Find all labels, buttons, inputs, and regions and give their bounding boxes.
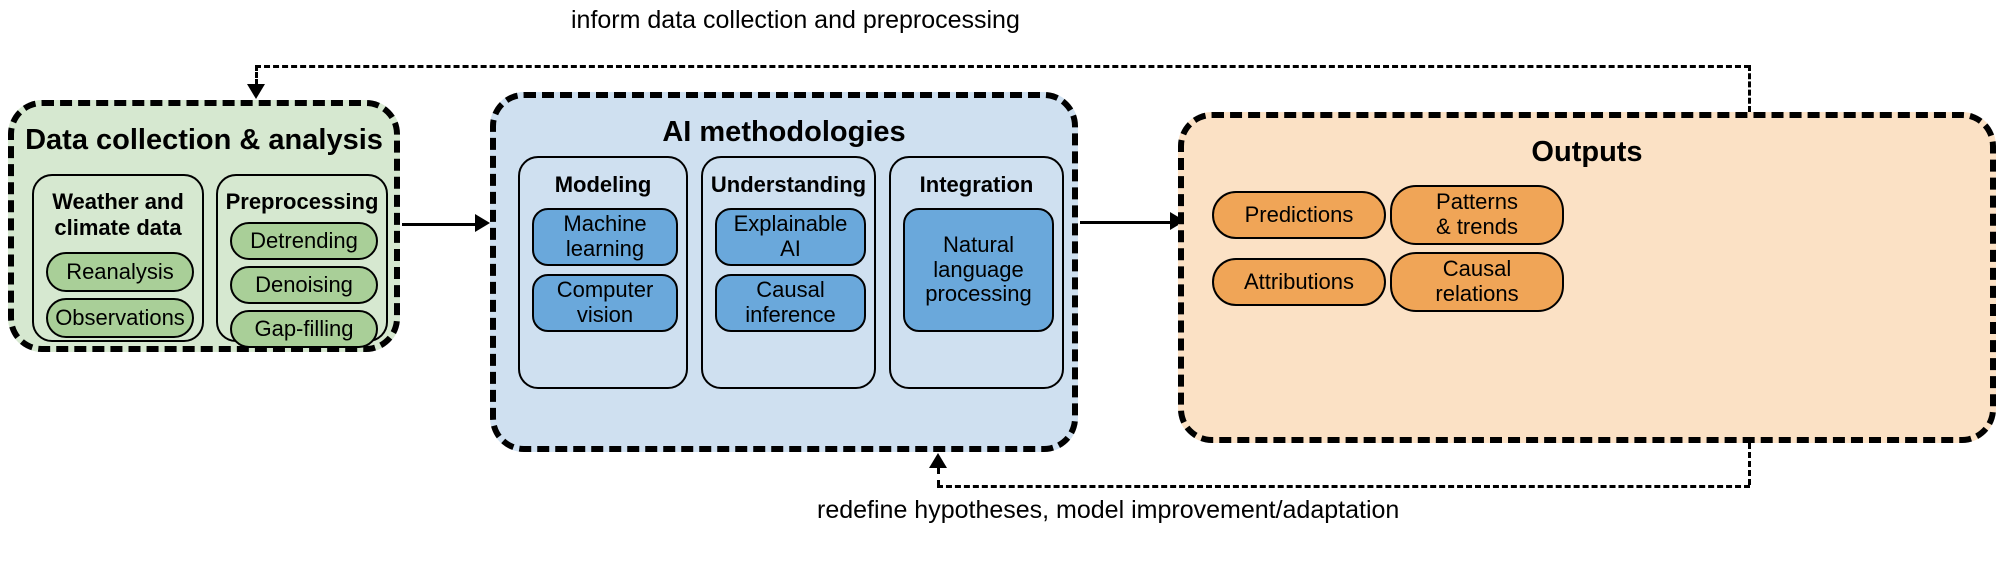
pill-detrending[interactable]: Detrending — [230, 222, 378, 260]
pill-patterns-trends[interactable]: Patterns & trends — [1390, 185, 1564, 245]
panel-weather-climate-data[interactable]: Weather and climate data Reanalysis Obse… — [32, 174, 204, 342]
pill-causal-inference[interactable]: Causal inference — [715, 274, 866, 332]
pill-computer-vision-line2: vision — [576, 302, 634, 327]
pill-causal-relations[interactable]: Causal relations — [1390, 252, 1564, 312]
feedback-bottom-horizontal-segment — [937, 485, 1750, 488]
stage-ai-methodologies-title: AI methodologies — [662, 116, 906, 148]
pill-causal-inference-line2: inference — [745, 302, 836, 327]
feedback-bottom-arrowhead — [929, 453, 947, 468]
stage-outputs-title: Outputs — [1531, 136, 1643, 168]
panel-preprocessing-title: Preprocessing — [225, 189, 379, 214]
feedback-bottom-left-segment — [937, 468, 940, 486]
panel-weather-climate-title-line1: Weather and — [52, 189, 184, 214]
panel-modeling[interactable]: Modeling Machine learning Computer visio… — [518, 156, 688, 389]
stage-data-collection-title: Data collection & analysis — [25, 124, 383, 156]
panel-understanding-title: Understanding — [710, 172, 867, 197]
pill-computer-vision-line1: Computer — [556, 277, 654, 303]
pill-explainable-ai-line1: Explainable — [733, 211, 848, 237]
feedback-top-left-segment — [255, 65, 258, 85]
panel-preprocessing[interactable]: Preprocessing Detrending Denoising Gap-f… — [216, 174, 388, 348]
pill-nlp-line3: processing — [925, 281, 1032, 307]
pill-machine-learning-line1: Machine — [563, 211, 647, 237]
pill-patterns-trends-line1: Patterns — [1436, 189, 1518, 215]
pill-explainable-ai[interactable]: Explainable AI — [715, 208, 866, 266]
panel-integration[interactable]: Integration Natural language processing — [889, 156, 1064, 389]
panel-modeling-title: Modeling — [554, 172, 652, 197]
arrow-data-to-ai-line — [402, 223, 477, 226]
stage-data-collection-analysis[interactable]: Data collection & analysis Weather and c… — [8, 100, 400, 352]
arrow-ai-to-outputs-line — [1080, 221, 1172, 224]
pill-computer-vision[interactable]: Computer vision — [532, 274, 678, 332]
top-feedback-label: inform data collection and preprocessing — [571, 6, 1020, 34]
pill-causal-relations-line2: relations — [1435, 281, 1519, 306]
pill-observations[interactable]: Observations — [46, 298, 194, 338]
feedback-top-arrowhead — [247, 84, 265, 99]
pill-natural-language-processing[interactable]: Natural language processing — [903, 208, 1054, 332]
bottom-feedback-label: redefine hypotheses, model improvement/a… — [817, 496, 1400, 524]
feedback-top-horizontal-segment — [255, 65, 1750, 68]
pill-nlp-line2: language — [933, 256, 1024, 282]
panel-integration-title: Integration — [919, 172, 1034, 197]
pill-predictions[interactable]: Predictions — [1212, 191, 1386, 239]
pill-patterns-trends-line2: & trends — [1436, 214, 1518, 239]
feedback-top-right-segment — [1748, 65, 1751, 112]
pill-attributions[interactable]: Attributions — [1212, 258, 1386, 306]
pill-machine-learning[interactable]: Machine learning — [532, 208, 678, 266]
pill-machine-learning-line2: learning — [565, 236, 645, 261]
stage-outputs[interactable]: Outputs Predictions Patterns & trends At… — [1178, 112, 1996, 443]
pill-reanalysis[interactable]: Reanalysis — [46, 252, 194, 292]
pill-causal-relations-line1: Causal — [1442, 256, 1512, 282]
stage-ai-methodologies[interactable]: AI methodologies Modeling Machine learni… — [490, 92, 1078, 452]
pill-nlp-line1: Natural — [943, 232, 1014, 258]
panel-weather-climate-title-line2: climate data — [54, 215, 182, 240]
pill-causal-inference-line1: Causal — [756, 277, 825, 303]
pill-denoising[interactable]: Denoising — [230, 266, 378, 304]
pill-explainable-ai-line2: AI — [780, 236, 801, 261]
arrow-data-to-ai-head — [475, 214, 490, 232]
feedback-bottom-right-segment — [1748, 443, 1751, 485]
pill-gap-filling[interactable]: Gap-filling — [230, 310, 378, 348]
panel-understanding[interactable]: Understanding Explainable AI Causal infe… — [701, 156, 876, 389]
